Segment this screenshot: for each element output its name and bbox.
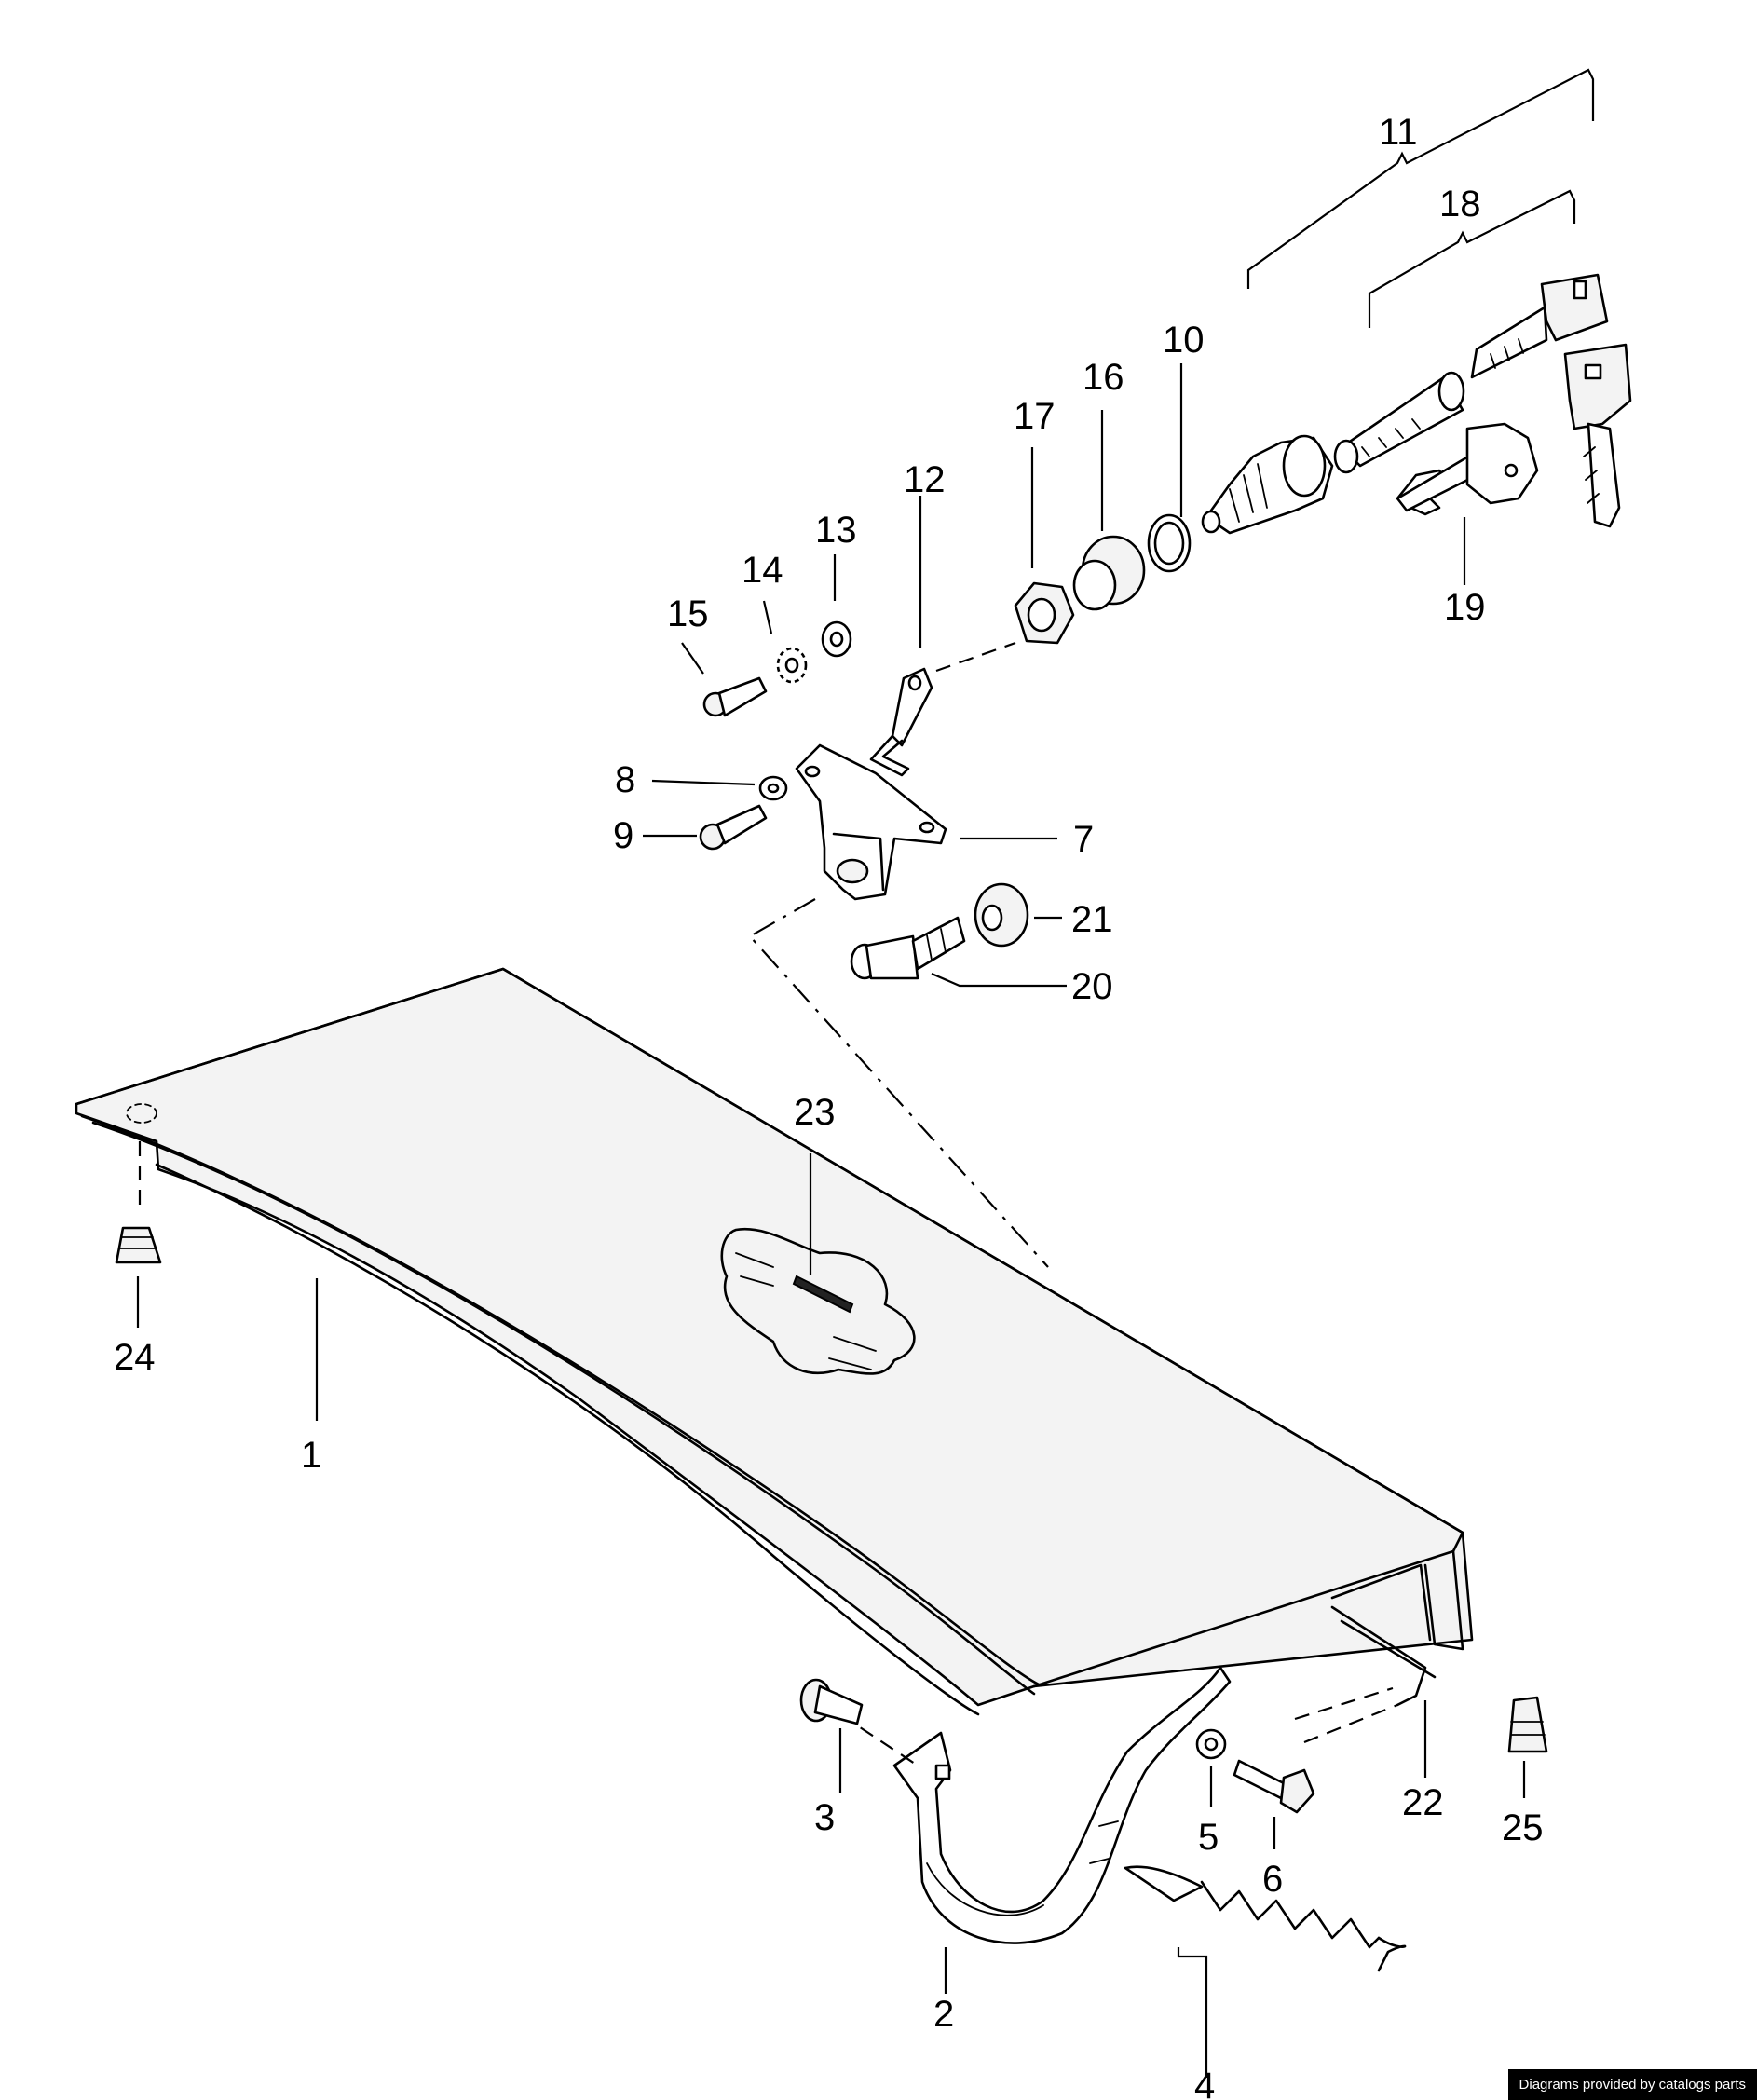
part-7-lock-bracket — [795, 743, 947, 901]
part-24-buffer — [115, 1226, 162, 1264]
callout-24: 24 — [114, 1337, 156, 1378]
callout-18: 18 — [1439, 184, 1481, 225]
callout-labels: 1 2 3 4 5 6 7 8 9 10 11 12 13 14 15 16 1… — [114, 112, 1544, 2100]
callout-15: 15 — [667, 593, 709, 634]
credit-banner: Diagrams provided by catalogs parts — [1507, 2069, 1757, 2100]
part-5-washer — [1195, 1728, 1227, 1760]
part-3-bolt — [799, 1678, 864, 1725]
callout-3: 3 — [814, 1797, 835, 1838]
part-15-screw — [702, 676, 768, 717]
callout-11: 11 — [1379, 112, 1418, 153]
callout-14: 14 — [742, 550, 783, 591]
part-19-key — [1396, 422, 1539, 516]
part-13-washer — [821, 620, 852, 658]
callout-1: 1 — [301, 1435, 321, 1476]
callout-5: 5 — [1198, 1817, 1219, 1858]
part-12-lever — [869, 641, 1016, 777]
part-21-washer — [974, 882, 1029, 948]
callout-8: 8 — [615, 759, 635, 800]
leader-lines — [136, 363, 1526, 2078]
part-17-nut — [1014, 581, 1075, 645]
part-4-spring — [1124, 1865, 1407, 1972]
callout-13: 13 — [815, 510, 857, 551]
part-16-bushing — [1072, 535, 1146, 611]
callout-23: 23 — [794, 1092, 836, 1133]
callout-17: 17 — [1014, 396, 1056, 437]
callout-2: 2 — [933, 1994, 954, 2035]
part-14-lock-washer — [776, 647, 808, 684]
callout-12: 12 — [904, 459, 946, 500]
callout-7: 7 — [1073, 819, 1094, 860]
callout-10: 10 — [1163, 320, 1205, 361]
part-22-hook — [1294, 1605, 1437, 1744]
part-2-hinge — [839, 1666, 1232, 1944]
callout-4: 4 — [1194, 2066, 1215, 2100]
part-8-washer — [758, 775, 788, 801]
callout-20: 20 — [1071, 966, 1113, 1007]
part-20-striker — [850, 916, 966, 980]
part-25-stopper — [1507, 1696, 1548, 1753]
part-18-cylinder-keys — [1333, 273, 1632, 528]
part-6-bolt — [1233, 1759, 1315, 1814]
callout-19: 19 — [1444, 587, 1486, 628]
callout-9: 9 — [613, 815, 633, 856]
callout-25: 25 — [1502, 1807, 1544, 1848]
callout-6: 6 — [1262, 1859, 1283, 1900]
part-9-bolt — [699, 804, 768, 851]
callout-22: 22 — [1402, 1782, 1444, 1823]
part-11-lock-cylinder — [1201, 434, 1334, 535]
callout-16: 16 — [1083, 357, 1124, 398]
part-10-ring — [1147, 513, 1192, 573]
callout-21: 21 — [1071, 899, 1113, 940]
part-23-pin-detail — [720, 1227, 916, 1375]
